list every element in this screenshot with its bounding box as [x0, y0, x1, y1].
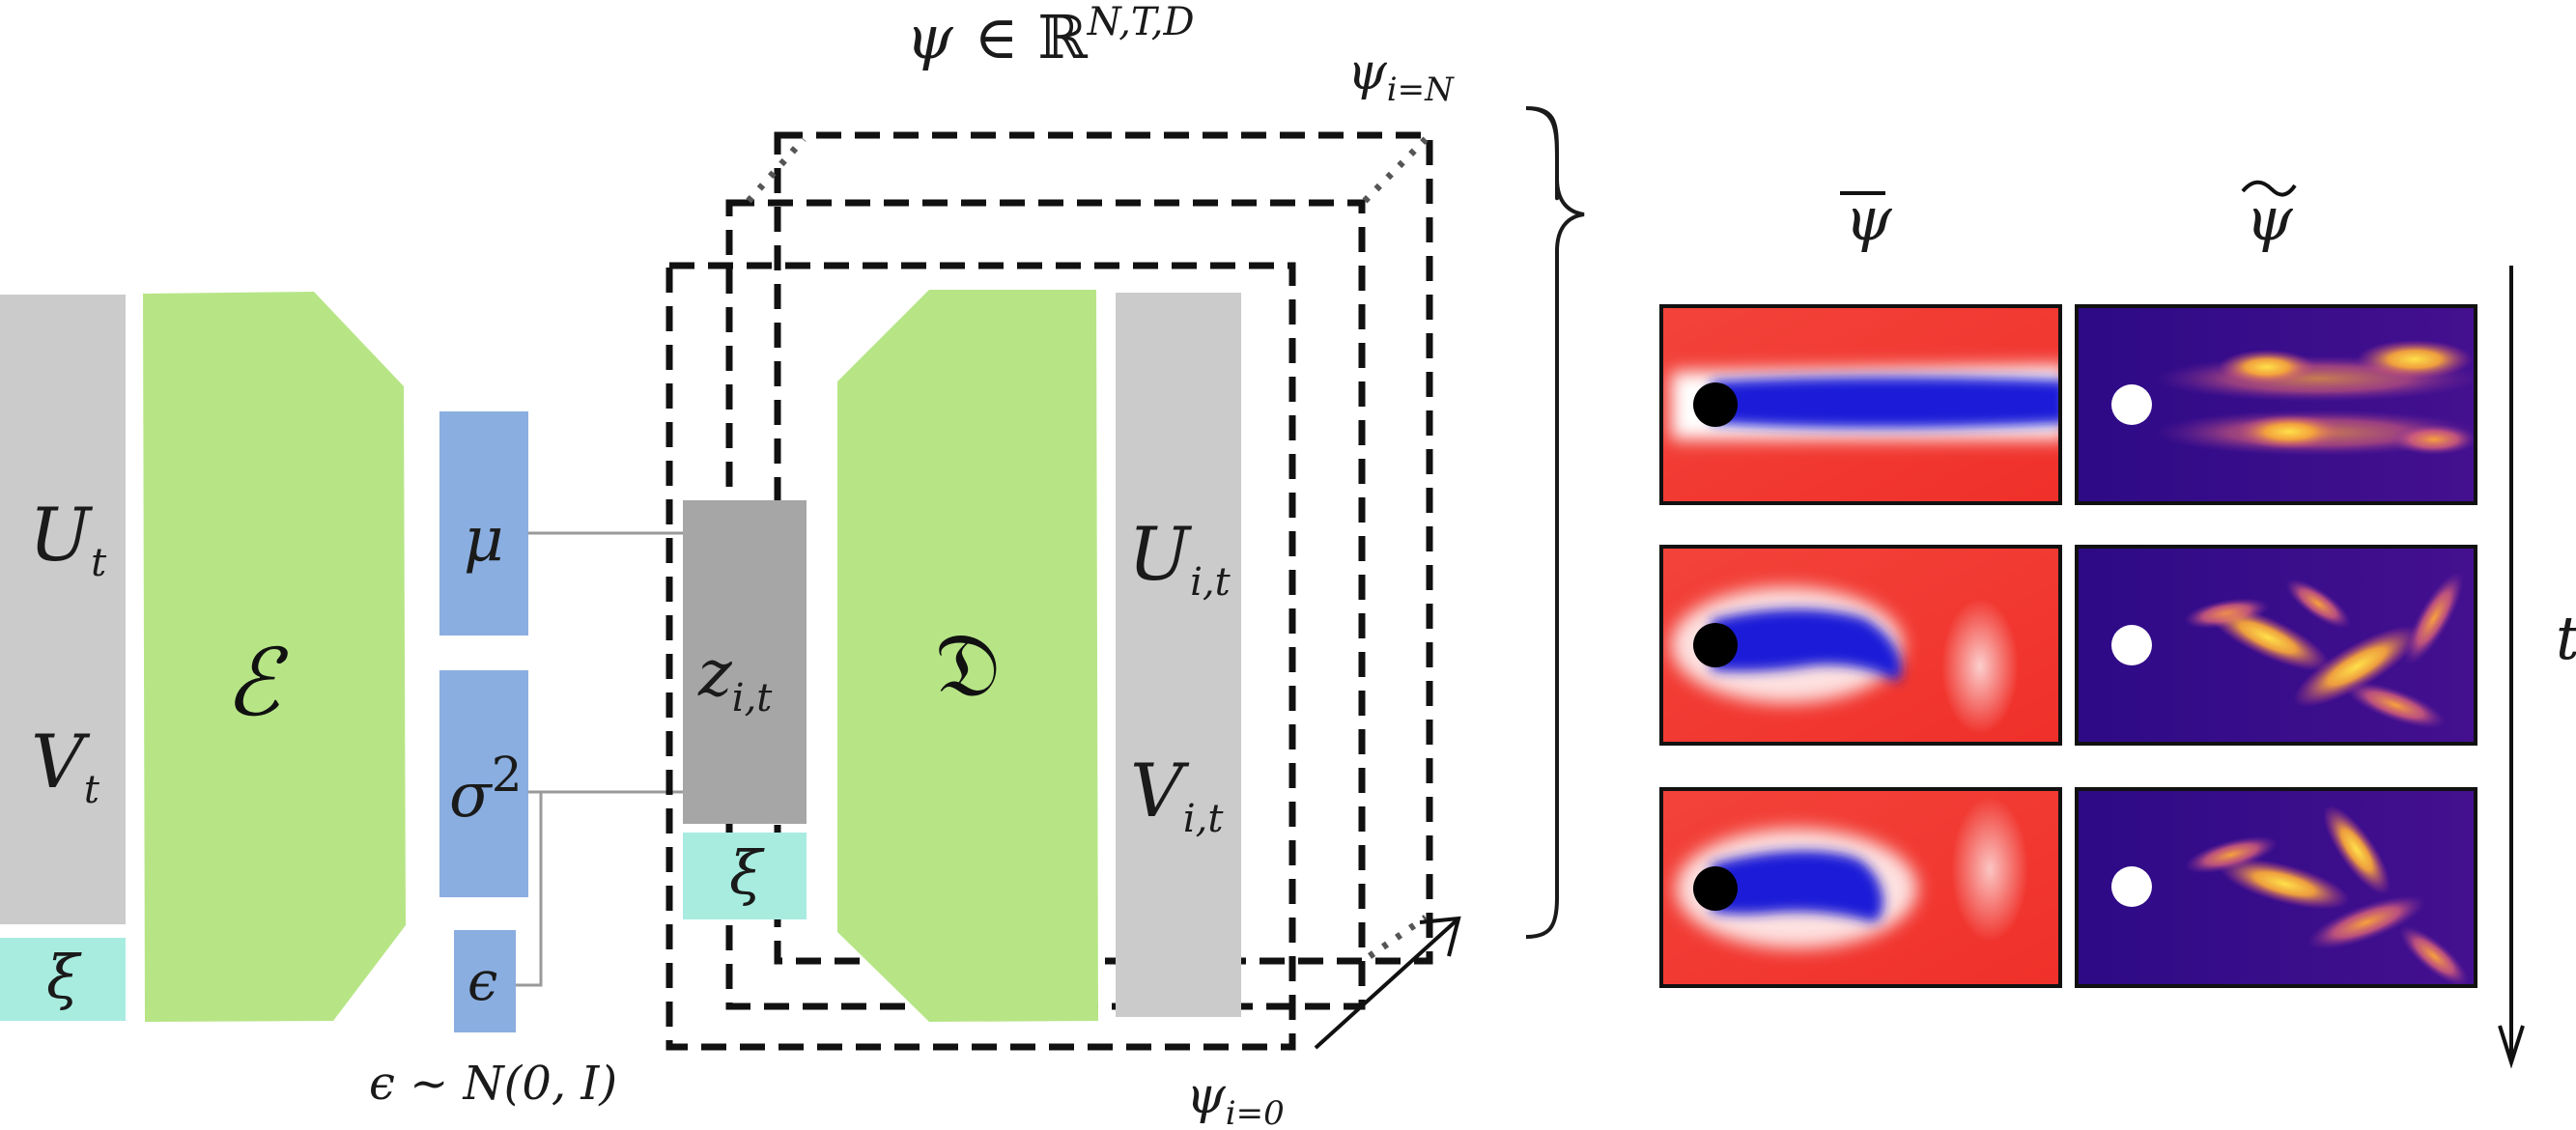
curly-brace [1525, 106, 1585, 939]
mean-field-panel [1661, 306, 2060, 503]
epsilon-label: ϵ [467, 950, 497, 1013]
stack-depth-dots [746, 136, 1429, 959]
std-field-panel [2077, 789, 2476, 986]
epsilon-distribution: ϵ ~ N(0, I) [369, 1057, 617, 1111]
decoder-block [837, 290, 1098, 1022]
encoder-block [143, 292, 406, 1022]
std-field-panel [2077, 547, 2476, 744]
input-v-label: Vt [31, 719, 100, 812]
latent-block [683, 500, 807, 824]
latent-noise-block [683, 833, 807, 919]
input-noise-label: ξ [46, 942, 82, 1012]
mean-panel-border [1659, 304, 2062, 505]
input-block [0, 295, 126, 924]
time-axis-arrowhead [2498, 1025, 2525, 1069]
sigma-block [439, 670, 528, 897]
mu-block [439, 411, 528, 636]
mu-label: μ [464, 504, 504, 576]
latent-noise-label: ξ [729, 837, 765, 908]
output-v-label: Vi,t [1130, 748, 1224, 841]
std-tilde [2241, 180, 2297, 197]
input-noise-block [0, 938, 126, 1021]
output-u-label: Ui,t [1128, 511, 1231, 605]
std-panel-border [2075, 787, 2477, 988]
sigma-label: σ2 [449, 747, 523, 832]
mean-column-label: ψ [1845, 184, 1893, 254]
stack-axis-arrow [1314, 918, 1458, 1050]
sample-set-label: ψ∈ ℝN,T,D [906, 0, 1195, 72]
frame-front [665, 262, 1296, 1051]
time-axis-label: t [2556, 603, 2576, 673]
std-field-panel [2077, 306, 2476, 503]
frame-back [774, 131, 1433, 965]
std-panel-border [2075, 545, 2477, 746]
sample-last-label: ψi=N [1347, 43, 1455, 109]
epsilon-block [454, 930, 516, 1032]
mean-panel-border [1659, 787, 2062, 988]
std-panel-border [2075, 304, 2477, 505]
stack-axis-arrowhead [1419, 916, 1461, 957]
encoder-label: ℰ [224, 629, 289, 737]
sample-first-label: ψi=0 [1186, 1067, 1285, 1130]
mean-field-panel [1661, 547, 2060, 744]
mean-panel-border [1659, 545, 2062, 746]
input-u-label: Ut [29, 492, 107, 585]
output-block [1116, 293, 1241, 1017]
latent-label: zi,t [697, 636, 773, 720]
mean-field-panel [1661, 789, 2060, 986]
epsilon-connector [516, 792, 543, 987]
decoder-label: 𝔇 [935, 613, 1001, 717]
